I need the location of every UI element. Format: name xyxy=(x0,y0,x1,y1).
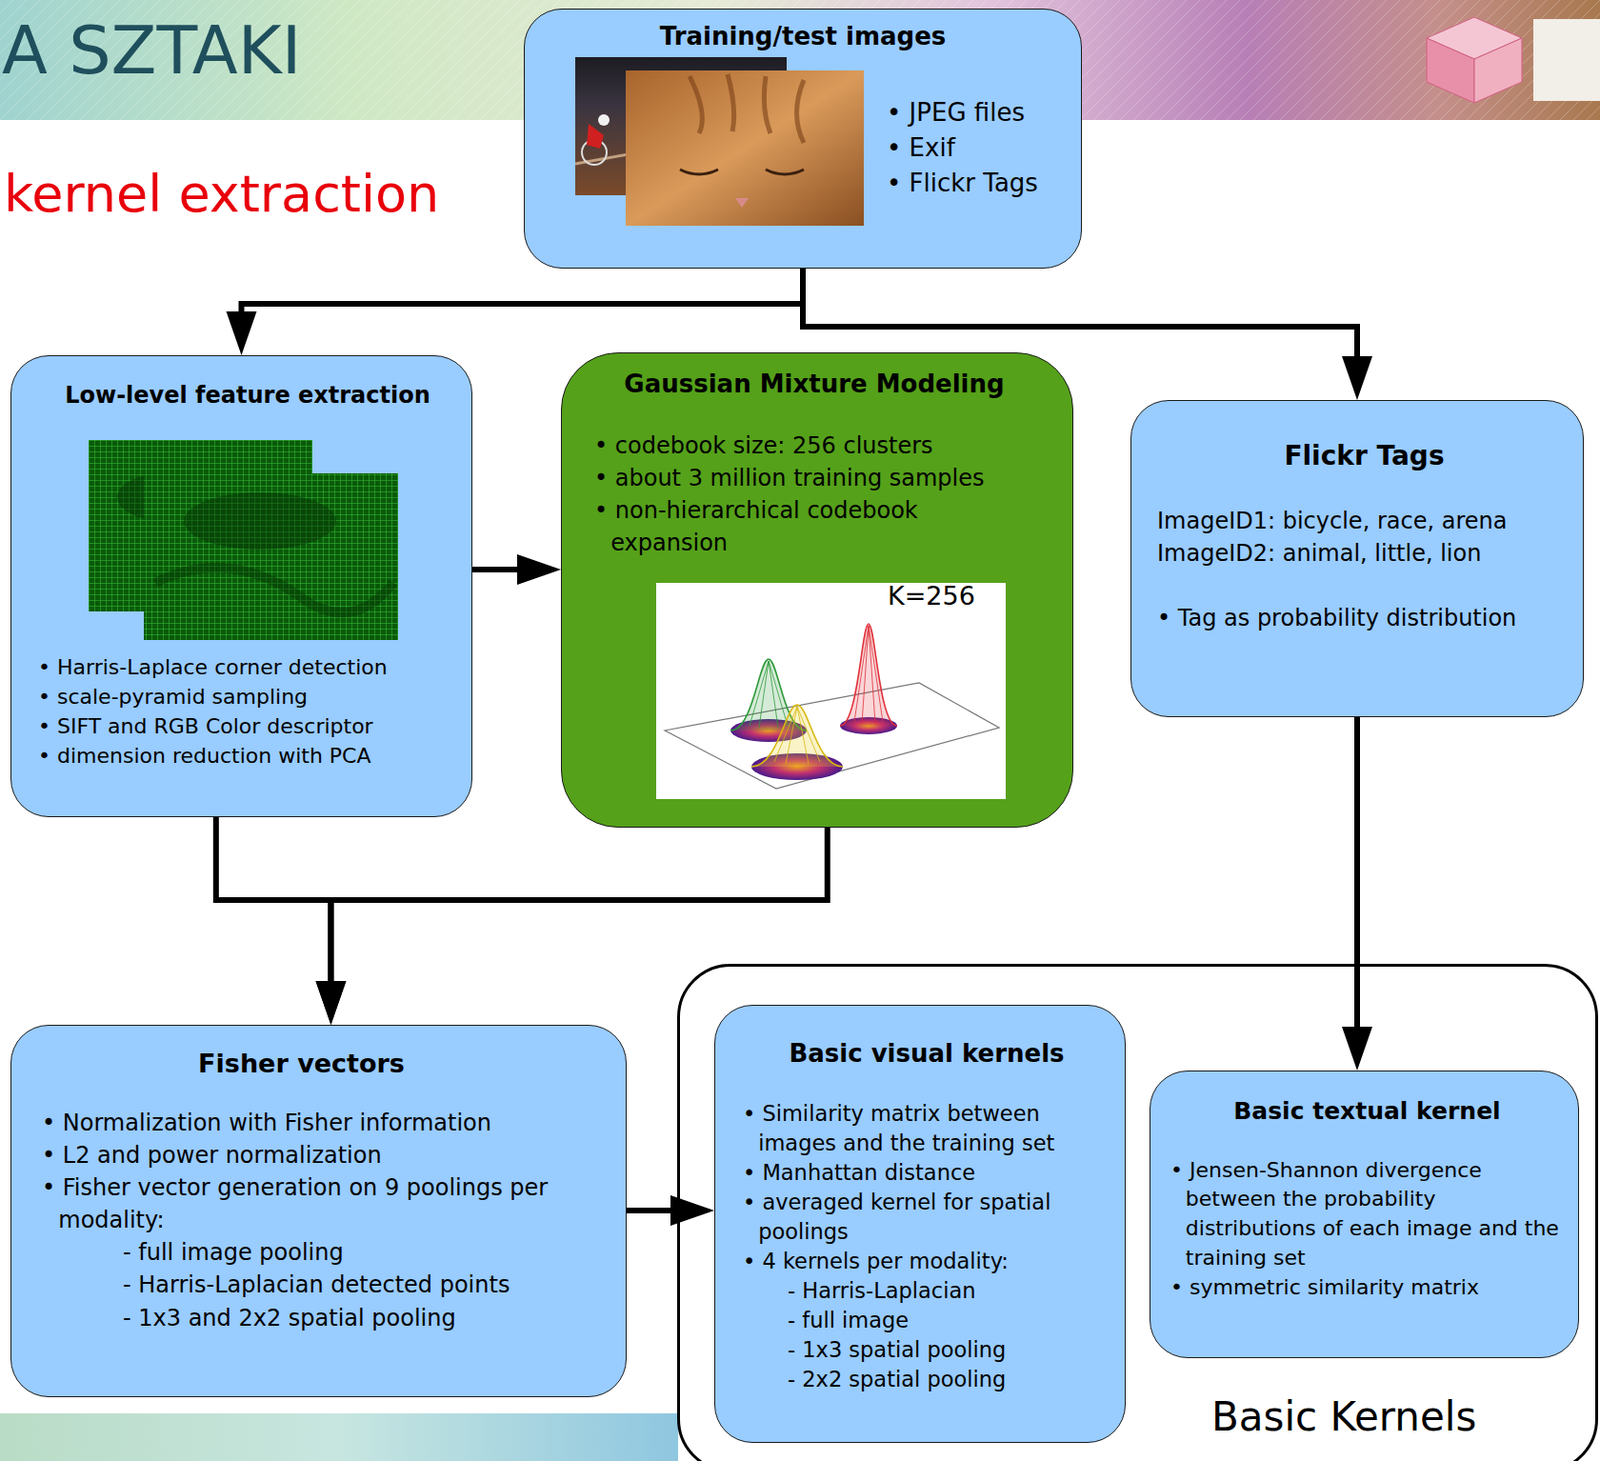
process-box: Fisher vectors • Normalization with Fishe… xyxy=(10,1024,627,1398)
connector xyxy=(226,268,804,356)
connector-line xyxy=(626,1207,671,1214)
bullet-item: • Fisher vector generation on 9 poolings… xyxy=(41,1171,561,1237)
connector xyxy=(1341,717,1373,1071)
connector-line xyxy=(330,827,827,981)
bullet-item: • dimension reduction with PCA xyxy=(38,741,458,772)
bullet-item: • Tag as probability distribution xyxy=(1157,602,1572,636)
bullet-item: • Manhattan distance xyxy=(742,1158,1111,1188)
box-heading: Training/test images xyxy=(543,20,1062,54)
group-frame: Basic Kernels Basic visual kernels • Simil… xyxy=(677,963,1599,1461)
arrow-head xyxy=(315,980,346,1025)
bullet-item: • L2 and power normalization xyxy=(41,1139,561,1172)
connector xyxy=(315,827,827,1025)
organization-name: A SZTAKI xyxy=(1,11,301,90)
bullet-item: • Exif xyxy=(886,130,1062,166)
bullet-item: • codebook size: 256 clusters xyxy=(594,429,1035,462)
text-column: • JPEG files• Exif• Flickr Tags xyxy=(886,95,1062,201)
arrow-head xyxy=(315,980,346,1025)
arrow-head xyxy=(226,311,258,356)
box-heading: Basic Kernels xyxy=(1211,1391,1477,1444)
bullet-item: • JPEG files xyxy=(886,95,1062,131)
process-box: Low-level feature extraction • Harris-Lap… xyxy=(10,355,473,818)
bullet-item: ImageID1: bicycle, race, arena xyxy=(1157,505,1572,539)
box-heading: Flickr Tags xyxy=(1157,439,1572,474)
slide-title: kernel extraction xyxy=(3,163,440,224)
connector-line xyxy=(802,268,1358,357)
box-heading: Fisher vectors xyxy=(41,1046,561,1080)
connector xyxy=(472,554,561,585)
box-heading: Low-level feature extraction xyxy=(38,380,458,411)
bullet-item: - 1x3 and 2x2 spatial pooling xyxy=(122,1301,561,1335)
logo-cube xyxy=(1426,17,1600,103)
connector-line xyxy=(241,268,804,312)
arrow-head xyxy=(1341,1026,1373,1071)
bullet-item: ImageID2: animal, little, lion xyxy=(1157,538,1572,571)
box-heading: Gaussian Mixture Modeling xyxy=(594,368,1035,401)
box-heading: Basic textual kernel xyxy=(1170,1096,1564,1128)
connector-line xyxy=(472,566,518,573)
connector xyxy=(626,1195,715,1226)
feature-map-images xyxy=(88,440,399,642)
bullet-item: • averaged kernel for spatial poolings xyxy=(742,1187,1111,1247)
arrow-head xyxy=(1341,356,1373,400)
process-box: Gaussian Mixture Modeling • codebook size… xyxy=(560,352,1074,828)
bullet-item: - full image xyxy=(787,1305,1111,1336)
bullet-item: • about 3 million training samples xyxy=(594,461,1035,495)
bullet-item: • Normalization with Fisher information xyxy=(41,1106,561,1140)
arrow-head xyxy=(517,554,561,585)
connector-line xyxy=(216,817,332,981)
bullet-item: • scale-pyramid sampling xyxy=(38,682,458,713)
footer-band xyxy=(0,1413,679,1461)
bullet-item: • Harris-Laplace corner detection xyxy=(38,653,458,683)
process-box: Basic visual kernels • Similarity matrix … xyxy=(714,1004,1126,1443)
bullet-item: - Harris-Laplacian xyxy=(787,1276,1111,1306)
bullet-item: - 2x2 spatial pooling xyxy=(787,1364,1111,1395)
bullet-item: - full image pooling xyxy=(122,1236,561,1269)
plot-label: K=256 xyxy=(887,580,976,611)
photo-thumbnails xyxy=(575,57,866,229)
process-box: Flickr TagsImageID1: bicycle, race, aren… xyxy=(1130,400,1584,718)
bullet-item: • Similarity matrix between images and t… xyxy=(742,1099,1111,1159)
bullet-item: - Harris-Laplacian detected points xyxy=(122,1268,561,1301)
bullet-item: • SIFT and RGB Color descriptor xyxy=(38,712,458,742)
bullet-item: • non-hierarchical codebook expansion xyxy=(594,494,1035,560)
process-box: Basic textual kernel • Jensen-Shannon div… xyxy=(1149,1070,1580,1359)
bullet-item: • 4 kernels per modality: xyxy=(742,1246,1111,1277)
connector-line xyxy=(1354,717,1360,1027)
bullet-item: • Flickr Tags xyxy=(886,165,1062,201)
bullet-item: • Jensen-Shannon divergence between the … xyxy=(1170,1156,1564,1274)
connector xyxy=(216,817,347,1025)
bullet-item: - 1x3 spatial pooling xyxy=(787,1335,1111,1365)
box-heading: Basic visual kernels xyxy=(742,1038,1111,1071)
bullet-item: • symmetric similarity matrix xyxy=(1170,1273,1564,1303)
input-box: Training/test images • JPEG files• Exif• … xyxy=(523,8,1082,269)
gaussian-mixture-plot xyxy=(656,582,1006,800)
